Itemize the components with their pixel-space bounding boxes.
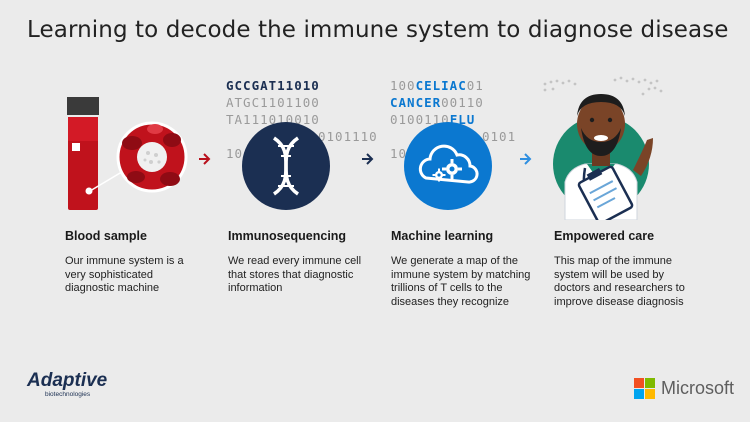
vial-cap-icon — [67, 97, 99, 115]
arrow-right-icon — [362, 153, 374, 165]
blood-sample-illustration — [67, 97, 188, 210]
step-heading: Immunosequencing — [228, 229, 347, 243]
step-heading: Blood sample — [65, 229, 147, 243]
arrow-right-icon — [520, 153, 532, 165]
world-map-icon — [543, 76, 663, 96]
arrow-right-icon — [199, 153, 211, 165]
step-description: Our immune system is a very sophisticate… — [65, 255, 184, 294]
code-line: 10 — [226, 146, 244, 161]
code-line: 10 — [390, 146, 408, 161]
dna-code-background: GCCGAT11010 ATGC1101100 TA111010010 0101… — [226, 77, 378, 162]
dna-helix-icon — [242, 122, 330, 210]
code-highlight: CANCER — [390, 95, 442, 110]
microsoft-squares-icon — [634, 378, 655, 399]
page-title: Learning to decode the immune system to … — [27, 17, 729, 43]
step-heading: Empowered care — [554, 229, 655, 243]
step-immunosequencing: Immunosequencing We read every immune ce… — [228, 229, 393, 296]
code-line: 0100110 — [390, 112, 450, 127]
step-description: We generate a map of the immune system b… — [391, 255, 531, 308]
t-cell-icon — [137, 142, 167, 172]
code-line: 01 — [466, 78, 484, 93]
step-heading: Machine learning — [391, 229, 494, 243]
doctor-illustration — [543, 76, 663, 220]
step-empowered-care: Empowered care This map of the immune sy… — [554, 229, 719, 309]
code-line: 0101 — [482, 129, 517, 144]
cloud-gears-icon — [404, 122, 492, 210]
adaptive-logo-sub: biotechnologies — [45, 391, 91, 398]
microsoft-logo-name: Microsoft — [661, 378, 735, 398]
microsoft-logo: Microsoft — [634, 378, 734, 399]
step-blood-sample: Blood sample Our immune system is a very… — [65, 229, 230, 296]
adaptive-logo-name: Adaptive — [27, 370, 108, 391]
code-line: ATGC1101100 — [226, 95, 320, 110]
clipboard-icon — [577, 165, 634, 220]
code-line: 00110 — [441, 95, 484, 110]
code-line: 0101110 — [318, 129, 378, 144]
adaptive-logo: Adaptive biotechnologies — [27, 370, 108, 399]
step-machine-learning: Machine learning We generate a map of th… — [391, 229, 556, 309]
code-highlight: CELIAC — [415, 78, 467, 93]
ml-code-background: 100CELIAC01 CANCER00110 0100110FLU 0101 … — [390, 77, 516, 162]
step-description: This map of the immune system will be us… — [554, 255, 685, 308]
step-description: We read every immune cell that stores th… — [228, 255, 362, 294]
code-line: GCCGAT11010 — [226, 78, 320, 93]
code-line: 100 — [390, 78, 416, 93]
